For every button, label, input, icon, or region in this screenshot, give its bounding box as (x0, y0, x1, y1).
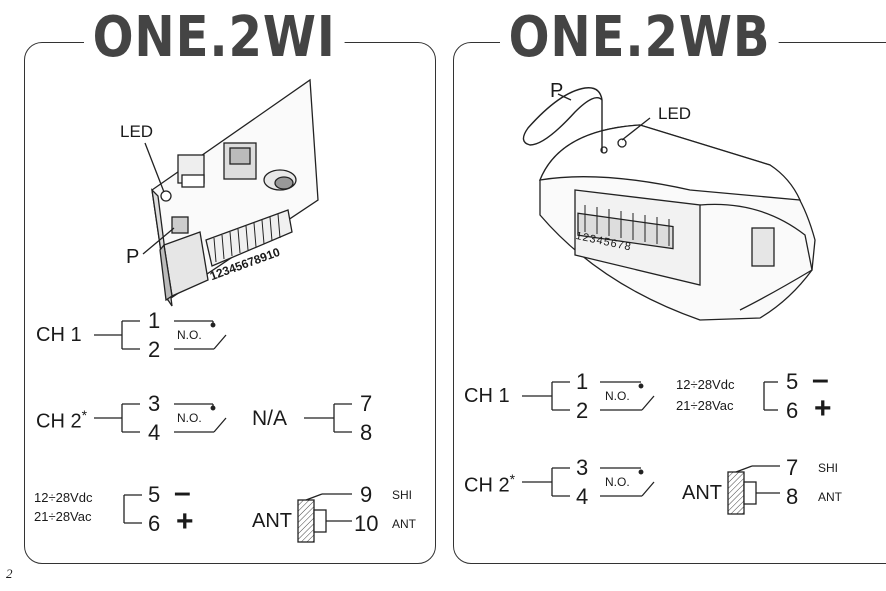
right-ch2-label: CH 2* (464, 471, 516, 497)
right-led-label: LED (658, 104, 692, 123)
right-title: ONE.2WB (500, 6, 780, 70)
right-ch1-contact: N.O. (605, 389, 630, 403)
right-minus-sign: – (812, 363, 829, 396)
left-ch1-label: CH 1 (36, 324, 82, 346)
left-ch1-schematic (94, 320, 227, 350)
left-power-schematic (123, 494, 142, 524)
right-ant-small-label: ANT (818, 490, 842, 504)
right-ant-terminal-7: 7 (786, 455, 799, 480)
right-shi-label: SHI (818, 461, 839, 475)
left-ch2-terminal-4: 4 (148, 420, 161, 445)
right-ant-label: ANT (682, 482, 722, 504)
right-ch1-terminal-1: 1 (576, 369, 589, 394)
left-vac-label: 21÷28Vac (34, 509, 92, 524)
left-ant-label: ANT (252, 510, 292, 532)
left-na-terminal-7: 7 (360, 391, 373, 416)
right-vac-label: 21÷28Vac (676, 398, 734, 413)
left-minus-sign: – (174, 476, 191, 509)
left-ant-small-label: ANT (392, 517, 416, 531)
right-power-schematic (763, 381, 778, 411)
right-ch2-terminal-3: 3 (576, 455, 589, 480)
left-ant-terminal-10: 10 (354, 511, 379, 536)
left-ch2-contact: N.O. (177, 411, 202, 425)
right-plus-sign: + (814, 392, 832, 425)
right-ch2-contact: N.O. (605, 475, 630, 489)
right-antenna-schematic (727, 465, 780, 515)
left-plus-sign: + (176, 505, 194, 538)
left-ch1-terminal-1: 1 (148, 308, 161, 333)
right-ch1-schematic (522, 381, 655, 411)
right-p-label: P (550, 80, 564, 102)
right-ch2-schematic (522, 467, 655, 497)
left-na-label: N/A (252, 407, 288, 430)
left-ch1-contact: N.O. (177, 328, 202, 342)
left-p-label: P (126, 246, 140, 268)
right-ch2-terminal-4: 4 (576, 484, 589, 509)
left-power-terminal-6: 6 (148, 511, 161, 536)
left-power-terminal-5: 5 (148, 482, 161, 507)
left-ch2-terminal-3: 3 (148, 391, 161, 416)
left-na-terminal-8: 8 (360, 420, 373, 445)
page-number: 2 (6, 566, 13, 581)
left-ch1-terminal-2: 2 (148, 337, 161, 362)
right-power-terminal-6: 6 (786, 398, 799, 423)
left-ant-terminal-9: 9 (360, 482, 373, 507)
left-antenna-schematic (297, 493, 352, 543)
right-ant-terminal-8: 8 (786, 484, 799, 509)
left-na-schematic (304, 403, 352, 433)
left-ch2-schematic (94, 403, 227, 433)
right-ch1-label: CH 1 (464, 385, 510, 407)
left-ch2-label: CH 2* (36, 407, 88, 433)
right-power-terminal-5: 5 (786, 369, 799, 394)
left-shi-label: SHI (392, 488, 413, 502)
right-ch1-terminal-2: 2 (576, 398, 589, 423)
left-title: ONE.2WI (84, 6, 345, 70)
left-led-label: LED (120, 122, 154, 141)
right-vdc-label: 12÷28Vdc (676, 377, 735, 392)
pcb-board-illustration (142, 78, 319, 307)
left-vdc-label: 12÷28Vdc (34, 490, 93, 505)
receiver-box-illustration (522, 87, 816, 321)
